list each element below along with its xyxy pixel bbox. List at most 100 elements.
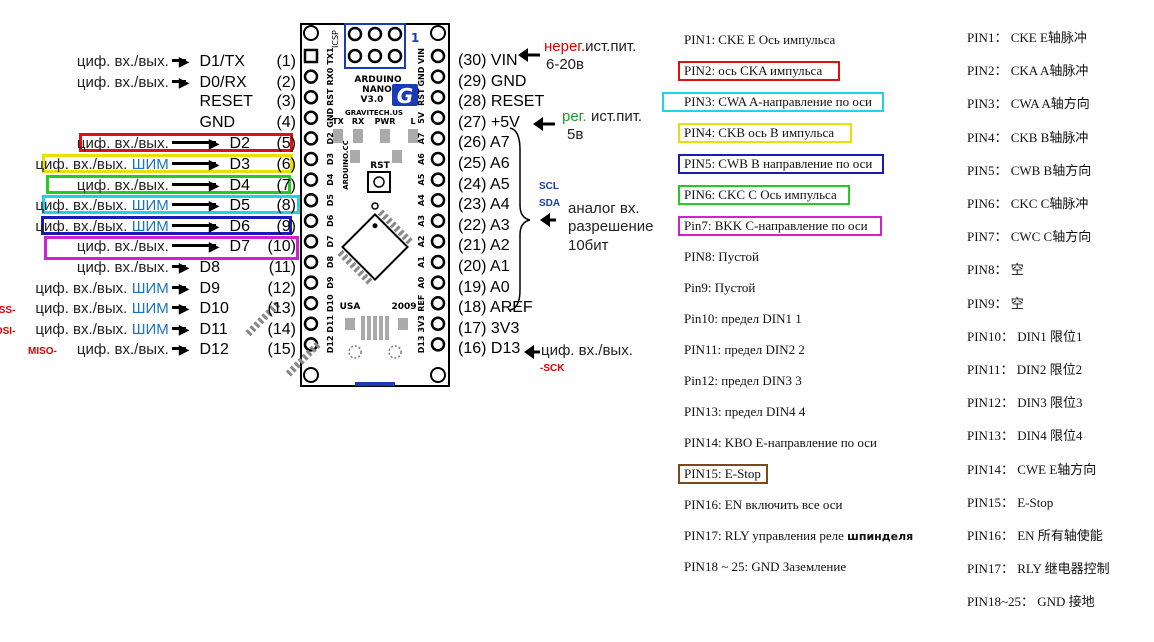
pwm-label: ШИМ bbox=[131, 320, 169, 338]
arrow-head-icon: ▶ bbox=[208, 217, 220, 234]
pin-number: (26) bbox=[458, 134, 487, 152]
pin-number: (12) bbox=[267, 279, 296, 297]
arrow-head-icon: ▶ bbox=[178, 320, 190, 337]
fiducial bbox=[371, 202, 379, 210]
right-pin-row: (22) A3 bbox=[458, 217, 510, 235]
header-pin bbox=[430, 172, 446, 187]
board-name3: V3.0 bbox=[361, 95, 384, 105]
pin-name: A0 bbox=[490, 278, 510, 296]
header-pin bbox=[303, 48, 319, 64]
pin-name: A4 bbox=[490, 196, 510, 214]
spi-label: MOSI- bbox=[0, 325, 16, 337]
silk-label: 5V bbox=[417, 111, 426, 124]
analog-note-2: разрешение bbox=[568, 218, 654, 235]
pin-name: D7 bbox=[229, 238, 250, 256]
usb-trace bbox=[379, 316, 383, 340]
usb-trace bbox=[385, 316, 389, 340]
pin-name: A3 bbox=[490, 216, 510, 234]
left-pin-row: SS-циф. вх./вых. ШИМ▶D10 (13) bbox=[0, 299, 296, 320]
analog-note-1: аналог вх. bbox=[568, 200, 640, 217]
silk-label: D3 bbox=[326, 153, 335, 165]
via bbox=[388, 345, 402, 359]
pin-name: D8 bbox=[199, 259, 220, 276]
arrow-icon bbox=[171, 59, 186, 62]
ru-text: PIN1: CKE E Ось импульса bbox=[684, 32, 836, 47]
pin-number: (28) bbox=[458, 93, 487, 111]
silk-label: RX0 bbox=[326, 67, 335, 85]
board-name1: ARDUINO bbox=[354, 75, 402, 85]
cn-pin-description: PIN3： CWA A轴方向 bbox=[967, 96, 1090, 112]
icsp-pin bbox=[367, 26, 383, 42]
arrow-head-icon bbox=[533, 117, 543, 131]
cn-pin-description: PIN16： EN 所有轴使能 bbox=[967, 528, 1103, 543]
pin-number: (1) bbox=[276, 53, 296, 70]
ru-text: Pin10: предел DIN1 1 bbox=[684, 311, 802, 326]
ru-highlight-box bbox=[678, 61, 840, 81]
pin1-marker: 1 bbox=[411, 31, 419, 45]
pin-function: циф. вх./вых. bbox=[76, 53, 169, 70]
pin-function: циф. вх./вых. bbox=[76, 176, 169, 194]
analog-brace bbox=[509, 127, 531, 311]
ru-pin-description: PIN17: RLY управления реле шпинделя bbox=[684, 528, 913, 544]
pwm-label: ШИМ bbox=[131, 217, 169, 235]
ru-text: PIN11: предел DIN2 2 bbox=[684, 342, 805, 357]
pin-name: D12 bbox=[199, 341, 229, 359]
pin-number: (6) bbox=[276, 156, 296, 173]
right-pin-row: (27) +5V bbox=[458, 114, 520, 132]
silk-label: A2 bbox=[417, 236, 426, 248]
ru-text: PIN5: CWB B направление по оси bbox=[684, 156, 873, 171]
ru-pin-description: PIN13: предел DIN4 4 bbox=[684, 404, 805, 420]
pin-number: (8) bbox=[276, 197, 296, 215]
pin-name: D5 bbox=[229, 197, 250, 215]
smd-pad bbox=[398, 318, 408, 330]
header-pin bbox=[303, 89, 319, 105]
cn-pin-description: PIN18~25： GND 接地 bbox=[967, 594, 1095, 610]
board-name2: NANO bbox=[362, 85, 392, 95]
arrow-head-icon bbox=[524, 345, 534, 359]
analog-note-3: 10бит bbox=[568, 237, 609, 254]
cn-pin-description: PIN15： E-Stop bbox=[967, 494, 1054, 510]
v5-note: рег. ист.пит. bbox=[562, 108, 643, 125]
silk-label: GND bbox=[326, 107, 335, 127]
left-pin-row: циф. вх./вых. ШИМ▶D3 (6) bbox=[35, 155, 296, 174]
ru-highlight-box bbox=[662, 92, 884, 112]
pin-function: циф. вх./вых. bbox=[76, 259, 169, 276]
icsp-pin bbox=[347, 48, 363, 64]
silk-label: D8 bbox=[326, 255, 335, 268]
icsp-pin bbox=[387, 48, 403, 64]
scl-label: SCL bbox=[539, 181, 559, 192]
mounting-hole bbox=[303, 25, 319, 41]
usb-trace bbox=[367, 316, 371, 340]
right-pin-row: (28) RESET bbox=[458, 93, 544, 111]
arrow-icon bbox=[171, 203, 216, 207]
arrow-icon bbox=[171, 79, 186, 83]
sda-label: SDA bbox=[539, 198, 561, 209]
arrow-head-icon: ▶ bbox=[178, 341, 190, 358]
arrow-head-icon bbox=[540, 213, 550, 227]
pin-name: D9 bbox=[199, 279, 220, 297]
right-pin-row: (21) A2 bbox=[458, 237, 510, 255]
pin-name: A7 bbox=[490, 134, 510, 152]
pin-number: (2) bbox=[276, 73, 296, 91]
silk-label: A5 bbox=[417, 173, 426, 185]
ru-text: PIN18 ~ 25: GND Заземление bbox=[684, 559, 847, 574]
pin-number: (16) bbox=[458, 340, 487, 358]
pin-number: (3) bbox=[276, 93, 296, 111]
highlight-box-d4 bbox=[46, 174, 291, 194]
pin-function: циф. вх./вых. bbox=[76, 238, 169, 256]
ru-pin-description: PIN6: CKC C Ось импульса bbox=[684, 187, 837, 203]
pin-number: (11) bbox=[268, 259, 296, 276]
ru-text: PIN8: Пустой bbox=[684, 249, 759, 264]
right-pin-row: (23) A4 bbox=[458, 196, 510, 214]
header-pin bbox=[303, 213, 319, 229]
usb-trace bbox=[361, 316, 365, 340]
d13-func: циф. вх./вых. bbox=[541, 342, 633, 359]
arrow-icon bbox=[171, 141, 216, 145]
ru-pin-description: PIN2: ось CKA импульса bbox=[684, 63, 822, 79]
ru-pin-description: Pin10: предел DIN1 1 bbox=[684, 311, 802, 327]
ru-text: PIN14: KBO E-направление по оси bbox=[684, 435, 877, 450]
smd-pad bbox=[392, 150, 402, 163]
ru-pin-description: PIN3: CWA A-направление по оси bbox=[684, 94, 872, 110]
silk-label: A3 bbox=[417, 215, 426, 227]
